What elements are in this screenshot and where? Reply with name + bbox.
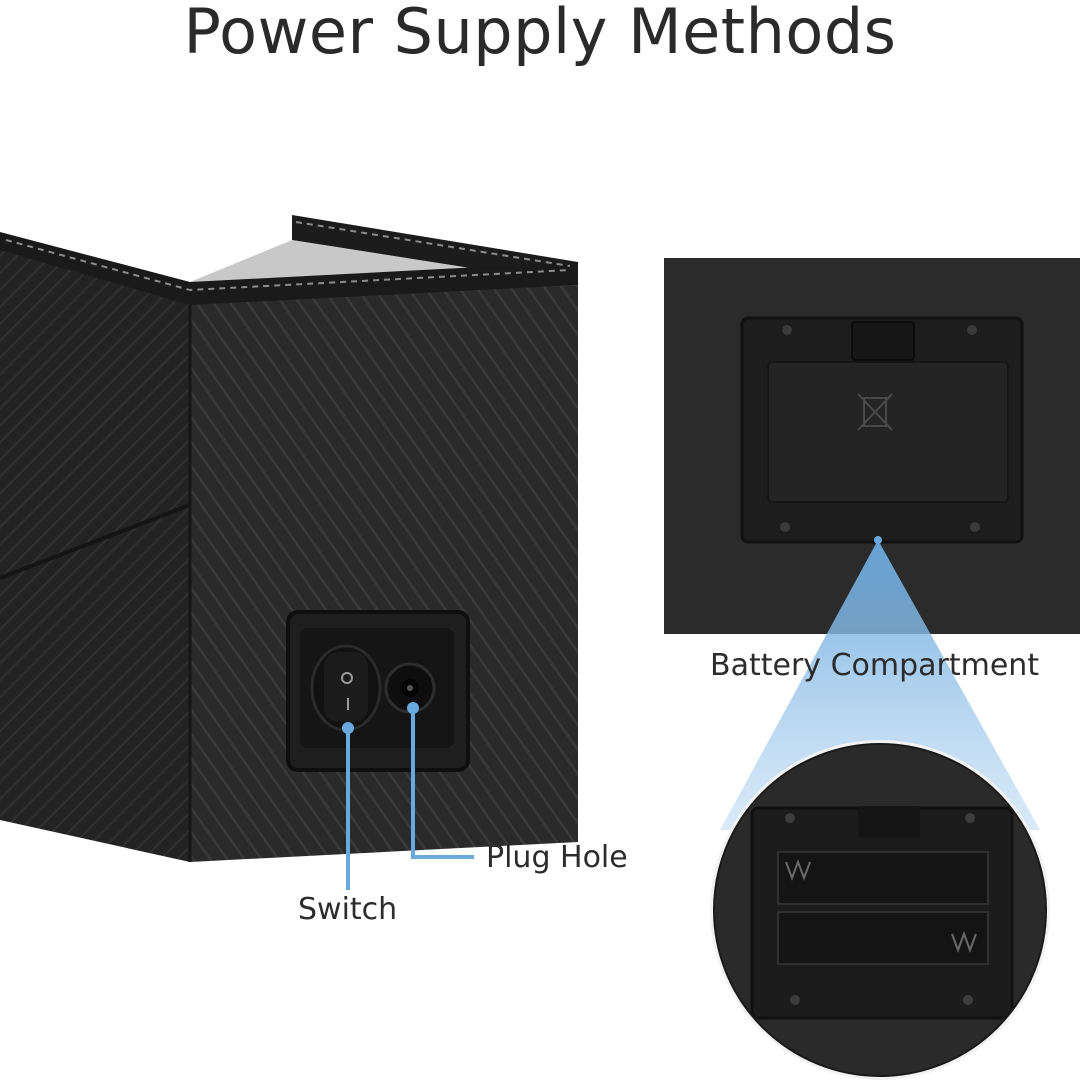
spring-contact-icon — [785, 859, 977, 953]
battery-slot — [777, 911, 989, 965]
screw-icon — [785, 813, 795, 823]
plug-hole-callout-line — [407, 702, 474, 859]
lid-seam — [0, 503, 191, 580]
plug-hole[interactable] — [384, 662, 436, 714]
battery-compartment-label: Battery Compartment — [710, 648, 1040, 683]
power-off-icon — [341, 672, 353, 684]
screw-icon — [965, 813, 975, 823]
screw-icon — [963, 995, 973, 1005]
recycle-bin-icon — [857, 393, 893, 431]
stitch-line-back — [295, 221, 571, 267]
switch-label: Switch — [298, 892, 398, 927]
battery-compartment-detail — [710, 740, 1050, 1080]
callout-beam — [720, 540, 1040, 830]
screw-icon — [967, 325, 977, 335]
screw-icon — [780, 522, 790, 532]
watch-winder-box — [0, 215, 578, 862]
box-front-face — [190, 285, 578, 862]
box-top-rim — [0, 232, 578, 308]
rocker-switch[interactable] — [310, 644, 382, 732]
page-title: Power Supply Methods — [183, 0, 897, 68]
battery-slot — [777, 851, 989, 905]
box-left-face — [0, 250, 190, 862]
switch-callout-line — [342, 722, 354, 890]
screw-icon — [790, 995, 800, 1005]
plug-hole-label: Plug Hole — [486, 840, 628, 875]
screw-icon — [970, 522, 980, 532]
battery-latch — [851, 321, 915, 361]
screw-icon — [782, 325, 792, 335]
stitch-line — [5, 239, 571, 292]
